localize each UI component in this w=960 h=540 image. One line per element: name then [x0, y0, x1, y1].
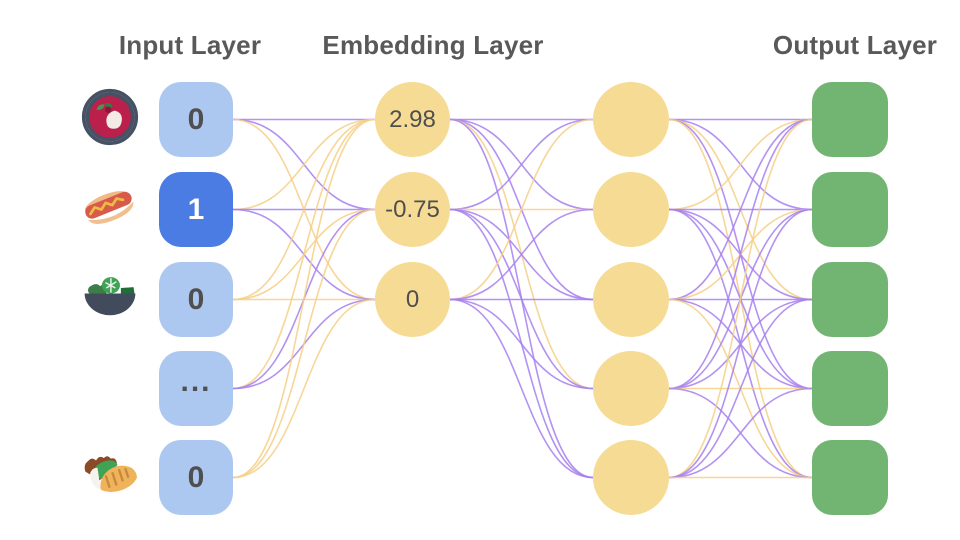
embedding-node-2: -0.75: [375, 172, 450, 247]
connection-edge: [668, 208, 813, 301]
connection-edge: [449, 118, 594, 211]
hidden-node-3: [593, 262, 669, 337]
embedding-node-2-value: -0.75: [385, 195, 440, 223]
connection-edge: [232, 208, 376, 479]
connection-edge: [668, 298, 813, 390]
connection-edge: [232, 118, 376, 390]
connection-edge: [449, 208, 594, 301]
input-node-5-value: 0: [187, 460, 205, 494]
connection-edge: [449, 118, 594, 390]
input-node-2: 1: [159, 172, 233, 247]
output-node-5: [812, 440, 888, 515]
output-layer-title: Output Layer: [772, 30, 938, 60]
connection-edge: [232, 118, 376, 479]
connection-edge: [668, 298, 813, 390]
connection-edge: [668, 208, 813, 479]
input-node-4: ...: [159, 351, 233, 426]
embedding-node-3: 0: [375, 262, 450, 337]
hot-dog-icon: [85, 191, 134, 224]
salad-bowl-icon: [84, 277, 136, 316]
connection-edge: [449, 118, 594, 479]
connection-edge: [668, 118, 813, 390]
connection-edge: [449, 118, 594, 301]
connection-edge: [668, 118, 813, 211]
connection-edge: [232, 118, 376, 301]
embedding-node-1: 2.98: [375, 82, 450, 157]
connection-edge: [232, 118, 376, 211]
connection-edge: [232, 298, 376, 479]
connection-edge: [449, 298, 594, 390]
connection-edge: [449, 118, 594, 301]
connection-edge: [668, 298, 813, 479]
input-node-1: 0: [159, 82, 233, 157]
output-node-4: [812, 351, 888, 426]
embedding-node-1-value: 2.98: [389, 105, 436, 133]
input-node-1-value: 0: [187, 102, 205, 136]
connection-edge: [232, 118, 376, 301]
hidden-node-2: [593, 172, 669, 247]
hidden-node-5: [593, 440, 669, 515]
embedding-layer-title: Embedding Layer: [322, 30, 544, 60]
connection-edge: [668, 118, 813, 479]
borscht-bowl-icon: [81, 88, 139, 146]
connection-edge: [668, 118, 813, 301]
embedding-node-3-value: 0: [405, 285, 420, 313]
connection-edge: [232, 208, 376, 301]
input-node-5: 0: [159, 440, 233, 515]
connection-edge: [668, 208, 813, 390]
stuffed-flatbread-icon: [84, 456, 137, 492]
input-node-3-value: 0: [187, 282, 205, 316]
output-node-3: [812, 262, 888, 337]
connection-edge: [668, 208, 813, 479]
connection-edge: [232, 118, 376, 211]
connection-edge: [449, 118, 594, 211]
output-node-1: [812, 82, 888, 157]
connection-edge: [668, 208, 813, 390]
connection-edge: [449, 208, 594, 301]
connection-edge: [232, 298, 376, 390]
input-node-4-value: ...: [180, 364, 212, 398]
connection-edge: [668, 118, 813, 211]
connection-edge: [668, 118, 813, 390]
connection-edge: [449, 208, 594, 479]
hidden-node-4: [593, 351, 669, 426]
connection-edge: [449, 298, 594, 479]
connection-edge: [668, 387, 813, 479]
connection-edge: [668, 387, 813, 479]
input-node-3: 0: [159, 262, 233, 337]
input-layer-title: Input Layer: [118, 30, 262, 60]
connection-edge: [449, 208, 594, 390]
output-node-2: [812, 172, 888, 247]
hidden-node-1: [593, 82, 669, 157]
connection-edge: [232, 208, 376, 390]
connection-edge: [668, 208, 813, 301]
connection-edge: [232, 208, 376, 301]
connection-edge: [668, 298, 813, 479]
input-node-2-value: 1: [187, 192, 205, 226]
connection-edge: [668, 118, 813, 479]
connection-edge: [668, 118, 813, 301]
